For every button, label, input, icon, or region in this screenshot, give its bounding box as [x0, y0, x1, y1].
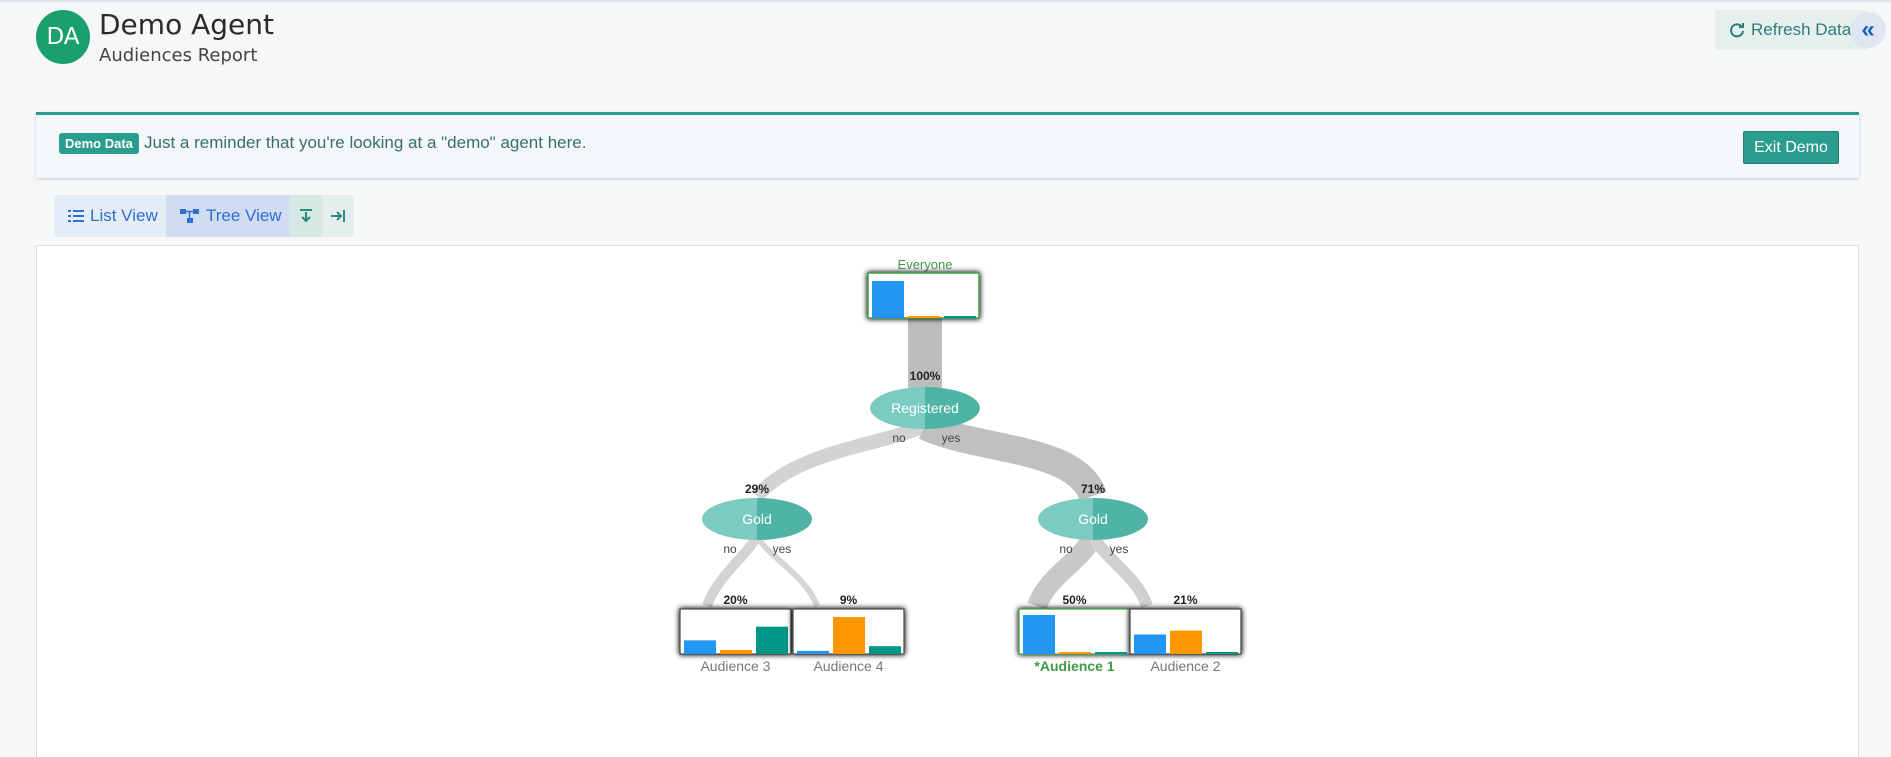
right-gold-no-label: no: [1059, 542, 1073, 556]
link-registered-to-left-gold: [751, 419, 928, 501]
refresh-data-button[interactable]: Refresh Data: [1715, 10, 1869, 50]
root-node-bar-1: [872, 280, 904, 318]
registered-yes-label: yes: [942, 431, 961, 445]
double-chevron-left-icon: «: [1861, 16, 1875, 43]
demo-banner: Demo Data Just a reminder that you're lo…: [36, 112, 1859, 178]
leaf-2-bar-1: [797, 650, 829, 654]
leaf-3-bar-2: [1059, 652, 1091, 654]
list-icon: [68, 210, 84, 222]
tree-view-button[interactable]: Tree View: [166, 195, 290, 237]
leaf-3-bar-3: [1095, 652, 1127, 654]
root-node-chart[interactable]: [867, 272, 980, 319]
leaf-2-bar-3: [869, 646, 901, 654]
left-gold-label: Gold: [742, 511, 772, 527]
top-border: [0, 0, 1891, 2]
list-view-button[interactable]: List View: [54, 195, 166, 237]
avatar: DA: [36, 10, 90, 64]
link-right-gold-to-audience-1: [1027, 531, 1103, 610]
leaf-percent-4: 21%: [1173, 593, 1197, 607]
audience-leaf-node-1[interactable]: [679, 608, 792, 655]
demo-banner-text: Just a reminder that you're looking at a…: [144, 133, 587, 152]
list-view-label: List View: [90, 206, 158, 225]
leaf-2-bar-2: [833, 616, 865, 654]
link-right-gold-to-audience-2: [1087, 532, 1153, 609]
expand-right-button[interactable]: [322, 195, 354, 237]
collapse-sidebar-button[interactable]: «: [1850, 12, 1886, 48]
arrow-right-to-line-icon: [331, 210, 345, 222]
root-node-label: Everyone: [898, 257, 953, 272]
sitemap-icon: [180, 209, 199, 223]
leaf-label-4[interactable]: Audience 2: [1150, 658, 1220, 674]
refresh-icon: [1730, 23, 1744, 38]
leaf-label-1[interactable]: Audience 3: [700, 658, 770, 674]
link-registered-to-right-gold: [918, 413, 1107, 502]
audience-tree-svg: Everyone 100% Registered no yes 29% Gold…: [679, 257, 1242, 674]
registered-split-node[interactable]: Registered: [870, 387, 980, 429]
demo-data-badge: Demo Data: [59, 133, 139, 154]
left-gold-yes-label: yes: [773, 542, 792, 556]
link-left-gold-to-audience-3: [702, 533, 762, 608]
link-left-gold-to-audience-4: [754, 534, 820, 608]
right-gold-label: Gold: [1078, 511, 1108, 527]
leaf-4-bar-2: [1170, 630, 1202, 654]
leaf-4-bar-1: [1134, 634, 1166, 654]
root-node-bar-2: [908, 316, 940, 318]
leaf-1-bar-1: [684, 640, 716, 654]
leaf-percent-3: 50%: [1062, 593, 1086, 607]
right-gold-percent: 71%: [1081, 482, 1105, 496]
right-gold-yes-label: yes: [1110, 542, 1129, 556]
page-subtitle: Audiences Report: [99, 45, 258, 66]
left-gold-no-label: no: [723, 542, 737, 556]
leaf-percent-1: 20%: [723, 593, 747, 607]
left-gold-percent: 29%: [745, 482, 769, 496]
tree-view-label: Tree View: [206, 206, 282, 225]
expand-all-button[interactable]: [290, 195, 322, 237]
root-node-bar-3: [944, 316, 976, 318]
leaf-label-3[interactable]: *Audience 1: [1034, 658, 1114, 674]
audience-leaf-node-2[interactable]: [792, 608, 905, 655]
refresh-data-label: Refresh Data: [1751, 20, 1852, 39]
registered-no-label: no: [892, 431, 906, 445]
audience-leaf-node-3[interactable]: [1018, 608, 1131, 655]
right-gold-split-node[interactable]: Gold: [1038, 498, 1148, 540]
leaf-percent-2: 9%: [840, 593, 858, 607]
leaf-3-bar-1: [1023, 615, 1055, 654]
left-gold-split-node[interactable]: Gold: [702, 498, 812, 540]
audience-leaf-node-4[interactable]: [1129, 608, 1242, 655]
leaf-1-bar-3: [756, 626, 788, 654]
exit-demo-button[interactable]: Exit Demo: [1743, 131, 1839, 164]
leaf-label-2[interactable]: Audience 4: [813, 658, 883, 674]
view-toolbar: List View Tree View: [54, 195, 354, 237]
registered-split-label: Registered: [891, 400, 959, 416]
arrow-down-to-line-icon: [300, 209, 312, 223]
leaf-4-bar-3: [1206, 652, 1238, 654]
page-title: Demo Agent: [99, 8, 274, 41]
tree-panel: Everyone 100% Registered no yes 29% Gold…: [36, 245, 1859, 757]
root-percent: 100%: [910, 369, 941, 383]
leaf-1-bar-2: [720, 650, 752, 654]
